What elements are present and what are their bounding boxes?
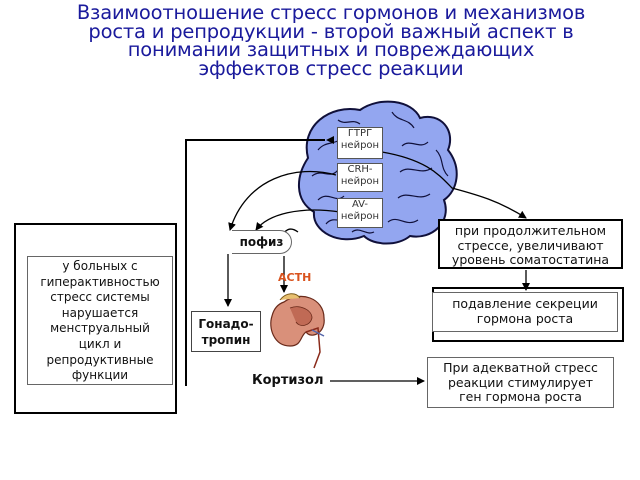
left-box-line: цикл и: [78, 336, 122, 351]
left-box-line: менструальный: [50, 321, 150, 336]
adequate-line-2: реакции стимулирует: [447, 374, 594, 390]
title-line-2: роста и репродукции - второй важный аспе…: [88, 19, 574, 43]
acth-label: ACTH: [278, 271, 312, 284]
menstrual-cycle-box: у больных с гиперактивностью стресс сист…: [27, 256, 173, 385]
somatostatin-line-1: при продолжительном: [454, 223, 607, 238]
gonadotropin-line-1: Гонадо-: [198, 317, 254, 331]
title-line-1: Взаимоотношение стресс гормонов и механи…: [76, 1, 586, 24]
av-neuron-line-2: нейрон: [340, 211, 380, 222]
crh-arrow: [228, 170, 337, 231]
left-box-line: у больных с: [62, 259, 138, 273]
title-line-4: эффектов стресс реакции: [198, 56, 464, 80]
somatostatin-arrow: [381, 151, 527, 219]
adequate-line-3: ген гормона роста: [459, 389, 582, 404]
gtrg-neuron: ГТРГ нейрон: [337, 127, 383, 159]
title-line-3: понимании защитных и повреждающих: [127, 38, 535, 61]
somatostatin-line-3: уровень соматостатина: [451, 252, 610, 267]
crh-neuron-line-1: CRH-: [347, 164, 373, 175]
left-box-line: нарушается: [61, 305, 139, 320]
av-arrow: [255, 209, 341, 231]
left-box-line: гиперактивностью: [40, 274, 160, 289]
page-title: Взаимоотношение стресс гормонов и механи…: [28, 1, 634, 80]
suppression-line-1: подавление секреции: [452, 296, 598, 311]
left-box-line: стресс системы: [50, 290, 150, 305]
adequate-response-box: При адекватной стресс реакции стимулируе…: [427, 357, 614, 408]
av-neuron: AV- нейрон: [337, 198, 383, 228]
gtrg-neuron-line-2: нейрон: [340, 140, 380, 151]
kidney-illustration: [270, 293, 325, 369]
gonadotropin-box: Гонадо- тропин: [191, 311, 261, 352]
somatostatin-line-2: стрессе, увеличивают: [457, 237, 604, 253]
feedback-line: [185, 139, 325, 386]
hypophysis-label: пофиз: [232, 230, 292, 254]
left-box-line: репродуктивные: [46, 352, 154, 367]
gtrg-neuron-line-1: ГТРГ: [347, 128, 373, 139]
left-box-line: функции: [71, 368, 129, 383]
somatostatin-box: при продолжительном стрессе, увеличивают…: [438, 219, 623, 269]
gonadotropin-line-2: тропин: [201, 333, 251, 347]
adequate-line-1: При адекватной стресс: [443, 360, 598, 375]
crh-neuron-line-2: нейрон: [340, 176, 380, 187]
suppression-line-2: гормона роста: [476, 311, 574, 326]
av-neuron-line-1: AV-: [351, 199, 369, 210]
crh-neuron: CRH- нейрон: [337, 163, 383, 192]
suppression-box: подавление секреции гормона роста: [432, 292, 618, 332]
cortisol-label: Кортизол: [252, 373, 324, 388]
